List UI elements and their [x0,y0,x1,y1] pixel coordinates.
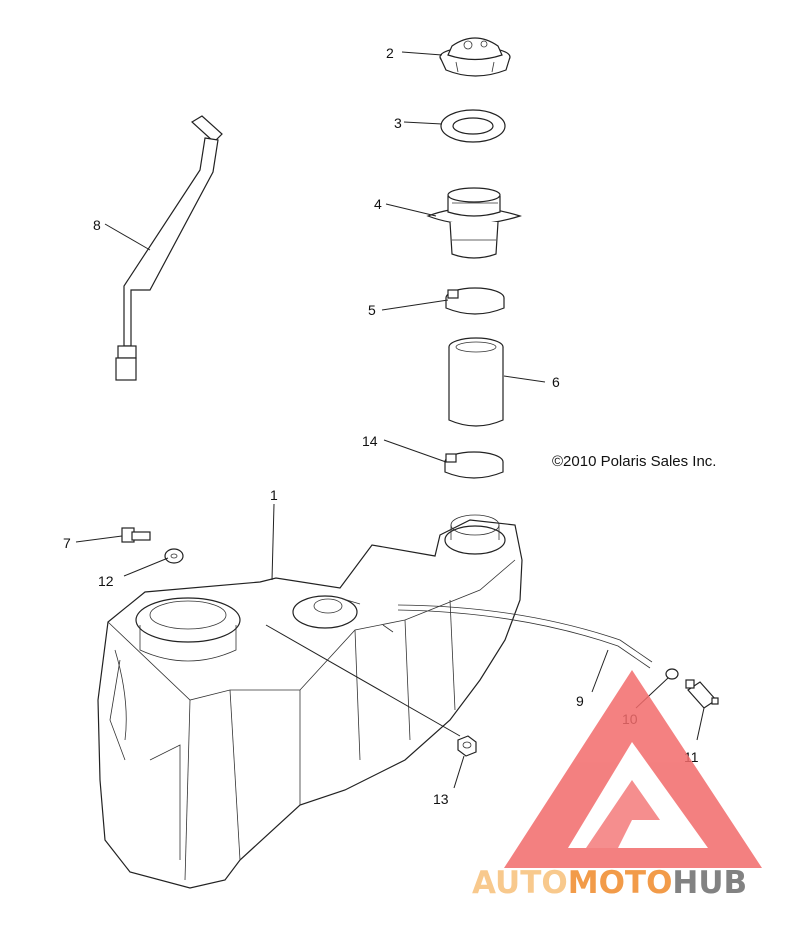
callout-4: 4 [374,196,382,212]
valve-part [685,679,719,709]
hose-clamp-upper-part [445,287,505,315]
callout-5: 5 [368,302,376,318]
filler-neck-part [426,187,522,259]
fuel-cap-part [439,37,511,77]
copyright-notice: ©2010 Polaris Sales Inc. [552,453,716,470]
callout-13: 13 [433,791,449,807]
callout-14: 14 [362,433,378,449]
hose-clamp-lower-part [444,451,504,479]
filler-hose-part [448,337,504,427]
callout-2: 2 [386,45,394,61]
plug-part [665,668,679,680]
automotohub-logo: AUTOMOTOHUB [472,670,762,901]
callout-9: 9 [576,693,584,709]
callout-1: 1 [270,487,278,503]
callout-12: 12 [98,573,114,589]
callout-7: 7 [63,535,71,551]
washer-part [164,548,184,564]
callout-8: 8 [93,217,101,233]
gasket-part [440,109,506,143]
drain-tube-part [397,604,653,669]
nut-part [457,735,477,757]
fuel-tank-part [97,514,523,889]
logo-triangle-mark [504,670,762,868]
logo-wordmark: AUTOMOTOHUB [472,865,747,901]
callout-3: 3 [394,115,402,131]
bolt-part [121,527,151,543]
vent-hose-part [115,115,223,381]
leader-lines [75,51,705,789]
callout-6: 6 [552,374,560,390]
